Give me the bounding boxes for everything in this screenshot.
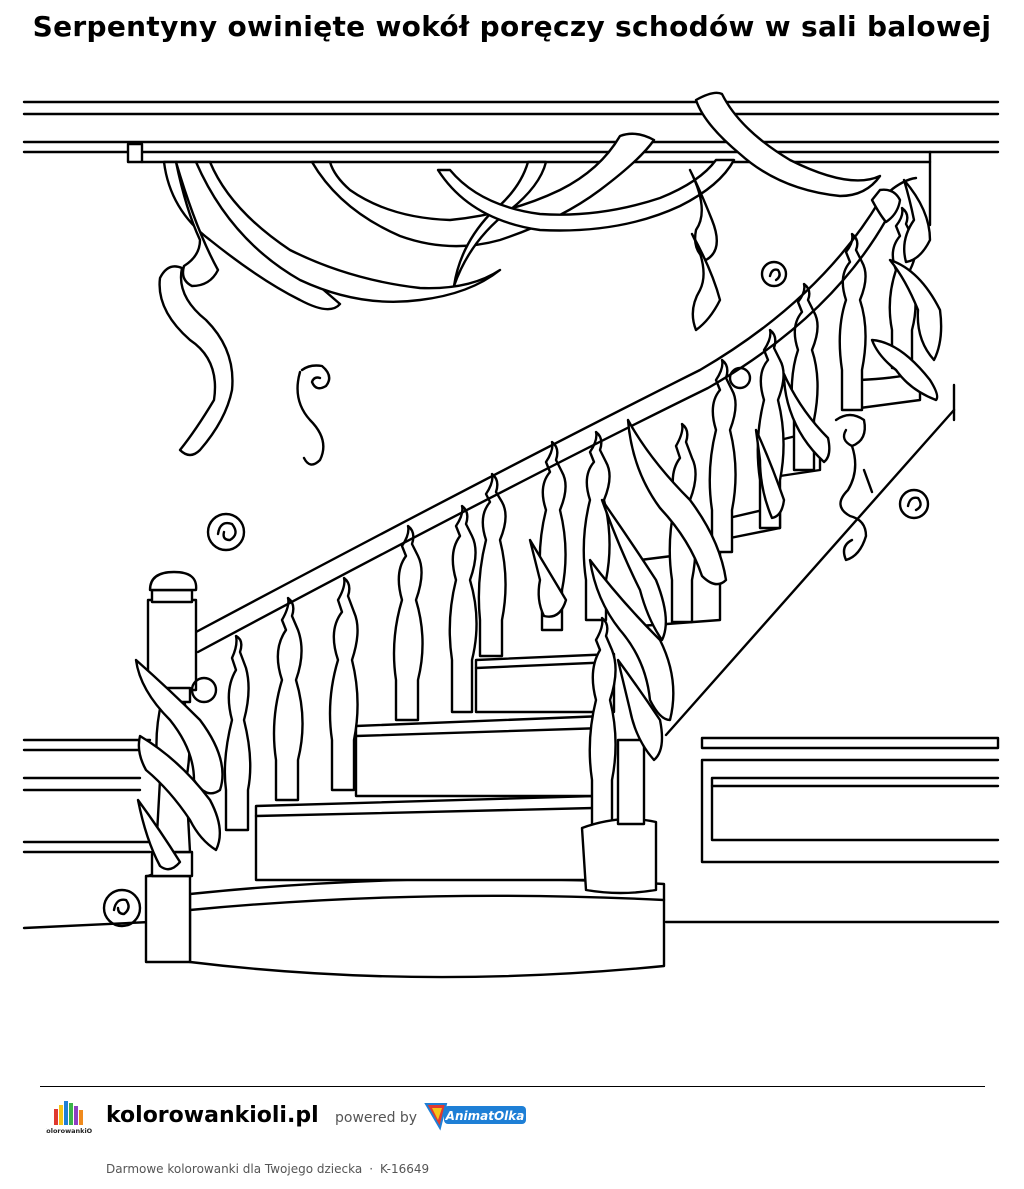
coloring-illustration xyxy=(22,91,1000,979)
wall-wainscoting-left xyxy=(22,738,152,930)
page-title: Serpentyny owinięte wokół poręczy schodó… xyxy=(32,10,992,43)
page-code: K-16649 xyxy=(380,1162,430,1176)
ceiling-cornice xyxy=(22,100,1000,227)
streamers xyxy=(134,91,943,871)
site-logo-text: KolorowankiOli xyxy=(46,1127,92,1135)
wall-wainscoting-right xyxy=(664,383,1000,924)
handrail xyxy=(194,176,918,654)
site-logo-icon[interactable]: KolorowankiOli xyxy=(46,1095,92,1139)
tagline-separator: · xyxy=(369,1162,374,1176)
site-name-link[interactable]: kolorowankioli.pl xyxy=(106,1103,319,1128)
tagline-text: Darmowe kolorowanki dla Twojego dziecka xyxy=(106,1162,363,1176)
streamer-curls xyxy=(102,260,930,928)
partner-logo-icon[interactable]: AnimatOlka xyxy=(424,1098,528,1132)
partner-logo-text: AnimatOlka xyxy=(445,1109,525,1123)
footer-tagline: Darmowe kolorowanki dla Twojego dziecka ·… xyxy=(106,1162,429,1176)
newel-post-right xyxy=(580,738,658,895)
powered-by-label: powered by xyxy=(335,1110,418,1126)
footer-divider xyxy=(40,1086,985,1087)
